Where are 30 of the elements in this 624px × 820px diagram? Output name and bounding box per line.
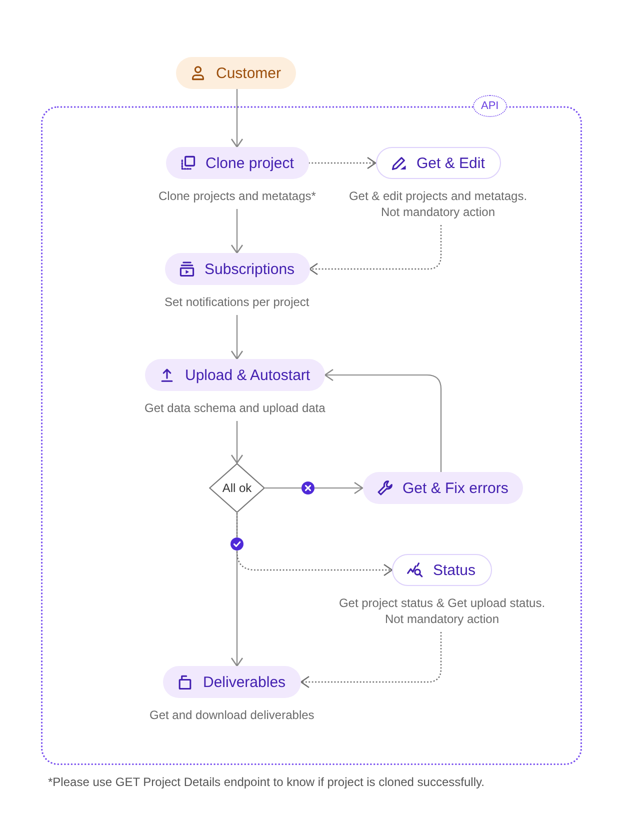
dotted-arrow [308, 156, 376, 170]
step-caption: Get & edit projects and metatags. Not mandatory action [348, 188, 528, 220]
arrow [230, 89, 244, 148]
step-label: Upload & Autostart [185, 366, 310, 384]
footnote: *Please use GET Project Details endpoint to know if project is cloned successfully. [48, 774, 484, 790]
step-caption: Clone projects and metatags* [158, 188, 316, 204]
step-label: Get & Edit [416, 154, 485, 172]
api-boundary [41, 95, 582, 765]
step-caption: Get and download deliverables [150, 707, 314, 723]
dotted-arrow [308, 225, 442, 276]
dotted-arrow [236, 513, 393, 576]
step-label: Get & Fix errors [402, 480, 508, 496]
arrow [230, 315, 244, 360]
step-caption: Get project status & Get upload status. Not mandatory action [338, 595, 546, 627]
boundary-tag: API [473, 95, 507, 117]
arrow [324, 368, 442, 472]
arrow [230, 421, 244, 464]
decision-label: All ok [222, 481, 252, 495]
step-label: Customer [216, 64, 282, 82]
step-label: Deliverables [203, 674, 286, 690]
arrow [265, 482, 364, 494]
step-label: Clone project [206, 154, 294, 172]
step-label: Subscriptions [204, 260, 295, 278]
dotted-arrow [300, 632, 442, 688]
step-caption: Set notifications per project [164, 294, 310, 310]
arrow [230, 513, 244, 667]
decision-diamond [209, 463, 265, 513]
step-label: Status [433, 562, 476, 578]
arrow [230, 209, 244, 254]
step-caption: Get data schema and upload data [144, 400, 326, 416]
